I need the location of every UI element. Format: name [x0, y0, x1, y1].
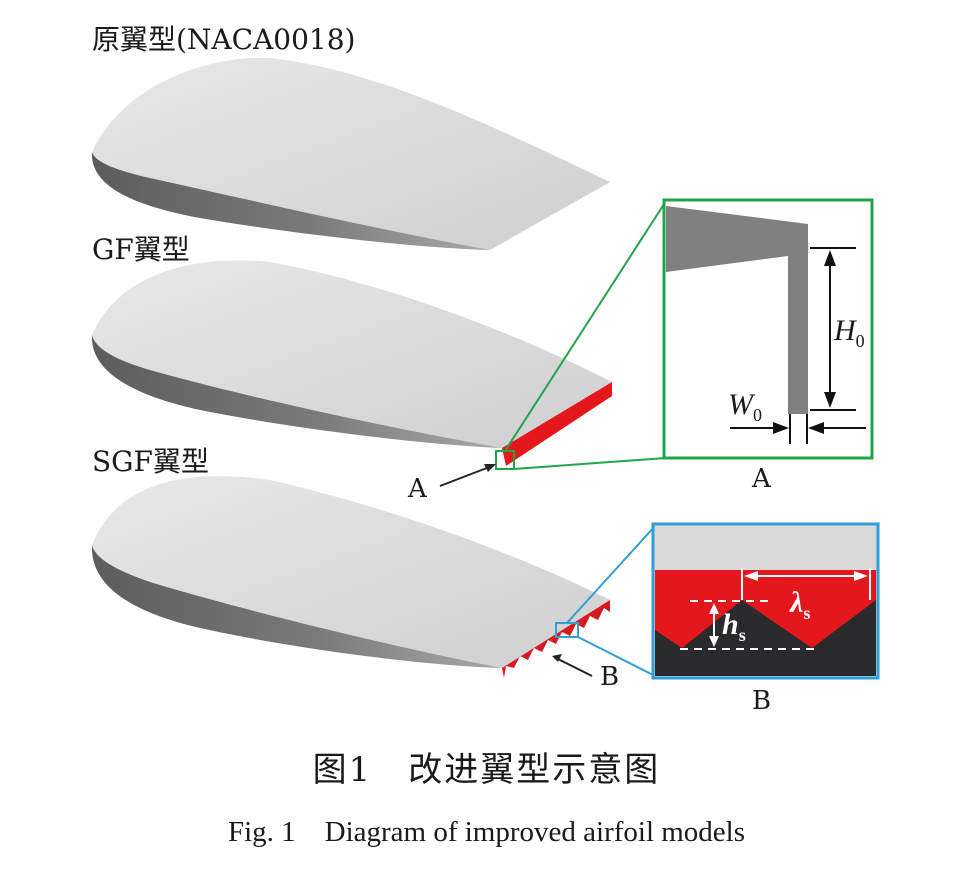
dimension-h-s: hs — [722, 608, 746, 646]
hs-arrow-down — [709, 636, 719, 647]
wing-gf-side — [91, 335, 502, 448]
leader-a-top — [504, 200, 667, 452]
pointer-a-arrowhead — [484, 464, 496, 472]
detail-box-b — [651, 522, 880, 680]
wing-sgf-side — [91, 545, 502, 668]
hs-arrow-up — [709, 603, 719, 614]
label-gf-airfoil: GF翼型 — [92, 233, 190, 266]
wing-original-side — [91, 152, 490, 250]
detail-b-label: B — [752, 686, 772, 716]
detail-a-airfoil-trailing-edge — [666, 206, 808, 414]
caption-chinese: 图1 改进翼型示意图 — [312, 750, 661, 790]
wing-gf-top — [92, 260, 612, 448]
label-original-airfoil: 原翼型(NACA0018) — [92, 23, 356, 56]
dimension-hs-sub: s — [738, 625, 746, 645]
wing-sgf-top — [92, 476, 610, 668]
pointer-a-arrow — [439, 465, 493, 487]
marker-a: A — [408, 474, 427, 504]
marker-b: B — [600, 662, 620, 692]
w0-arrow-right-head — [808, 422, 824, 434]
wing-sgf — [91, 476, 656, 678]
dimension-w0-sub: 0 — [753, 405, 762, 425]
detail-b-frame — [651, 522, 880, 680]
leader-b-top — [566, 525, 656, 624]
wing-original-top — [92, 57, 610, 250]
detail-a-label: A — [752, 464, 771, 494]
wing-gf — [91, 200, 667, 487]
pointer-b-arrow — [555, 657, 593, 677]
leader-b-bottom — [577, 636, 656, 677]
dimension-lambda-sub: s — [803, 603, 811, 623]
dimension-w0-letter: W — [728, 388, 753, 421]
dimension-lambda-s: λs — [790, 586, 810, 624]
leader-a-bottom — [513, 457, 667, 470]
dimension-w0: W0 — [728, 388, 762, 426]
dimension-h0-sub: 0 — [855, 331, 865, 351]
dimension-h0: H0 — [834, 314, 865, 352]
detail-b-serration-dark — [655, 600, 876, 676]
lambda-arrow-left — [744, 571, 758, 581]
dimension-h0-letter: H — [834, 314, 856, 347]
label-sgf-airfoil: SGF翼型 — [92, 445, 209, 478]
lambda-arrow-right — [854, 571, 868, 581]
gurney-flap-red — [502, 382, 612, 466]
h0-arrow-down — [824, 392, 836, 408]
caption-english: Fig. 1 Diagram of improved airfoil model… — [227, 816, 746, 848]
detail-box-a — [662, 198, 874, 460]
dimension-hs-letter: h — [722, 608, 739, 641]
dimension-lambda-letter: λ — [790, 586, 804, 619]
h0-arrow-up — [824, 250, 836, 266]
serrated-gurney-flap — [502, 600, 610, 678]
w0-arrow-left-head — [773, 422, 789, 434]
wing-original — [91, 57, 610, 250]
pointer-b-arrowhead — [552, 654, 562, 662]
